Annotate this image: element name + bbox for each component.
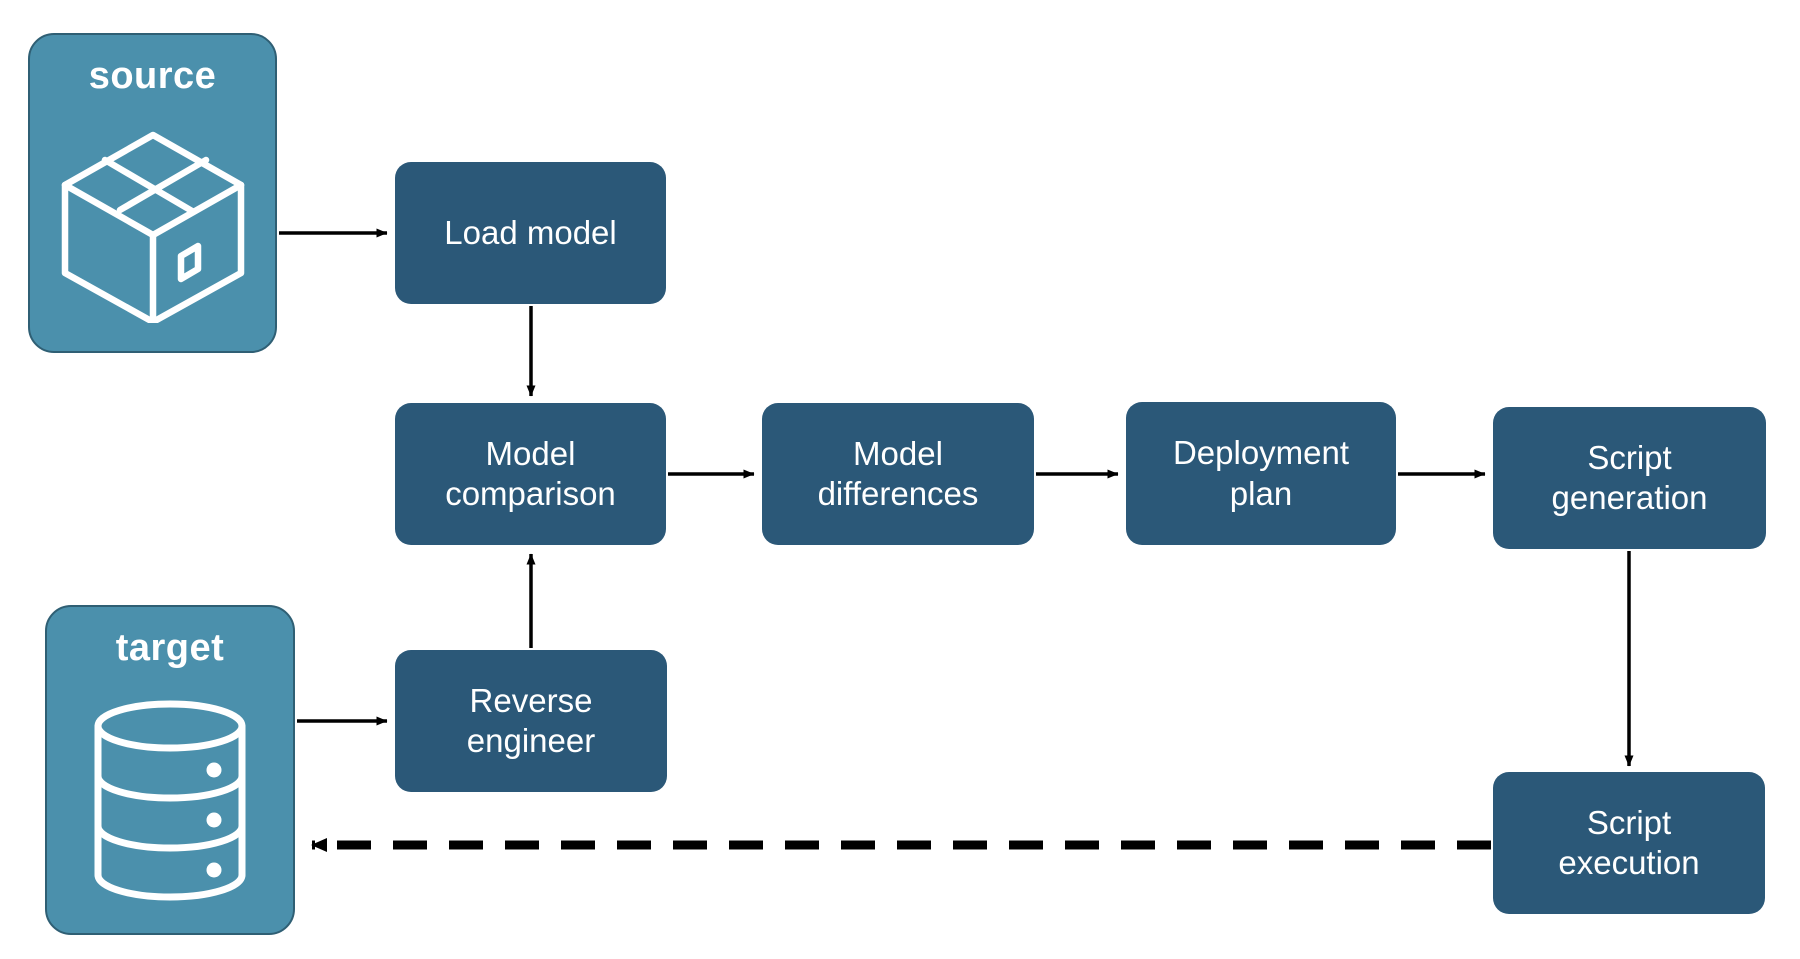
process-script-execution-line1: Script	[1586, 803, 1672, 841]
process-reverse-engineer[interactable]: Reverse engineer	[395, 650, 667, 792]
process-model-differences-line1: Model	[853, 434, 943, 472]
process-model-differences-text: Model differences	[818, 434, 979, 515]
process-script-execution-line2: execution	[1558, 844, 1700, 881]
process-deployment-plan-text: Deployment plan	[1173, 433, 1349, 514]
process-script-execution-text: Script execution	[1558, 803, 1699, 884]
process-deployment-plan[interactable]: Deployment plan	[1126, 402, 1396, 545]
process-load-model[interactable]: Load model	[395, 162, 666, 304]
process-model-differences-line2: differences	[817, 475, 979, 512]
process-model-differences[interactable]: Model differences	[762, 403, 1034, 545]
database-cylinder-icon	[47, 667, 293, 933]
process-script-generation[interactable]: Script generation	[1493, 407, 1766, 549]
process-load-model-line1: Load model	[444, 213, 617, 251]
endpoint-target[interactable]: target	[45, 605, 295, 935]
process-reverse-engineer-text: Reverse engineer	[467, 681, 595, 762]
process-model-comparison-line2: comparison	[445, 475, 616, 512]
package-box-icon	[30, 95, 275, 351]
process-model-comparison[interactable]: Model comparison	[395, 403, 666, 545]
process-reverse-engineer-line2: engineer	[466, 722, 596, 759]
process-reverse-engineer-line1: Reverse	[469, 681, 593, 719]
process-script-generation-line1: Script	[1587, 438, 1672, 476]
process-model-comparison-text: Model comparison	[445, 434, 616, 515]
endpoint-source[interactable]: source	[28, 33, 277, 353]
endpoint-target-label: target	[115, 627, 225, 669]
process-model-comparison-line1: Model	[485, 434, 576, 472]
endpoint-source-label: source	[88, 55, 217, 97]
process-load-model-text: Load model	[444, 213, 616, 253]
process-script-generation-text: Script generation	[1552, 438, 1708, 519]
process-script-generation-line2: generation	[1551, 479, 1708, 516]
process-deployment-plan-line1: Deployment	[1172, 434, 1350, 472]
process-deployment-plan-line2: plan	[1229, 474, 1293, 512]
process-script-execution[interactable]: Script execution	[1493, 772, 1765, 914]
